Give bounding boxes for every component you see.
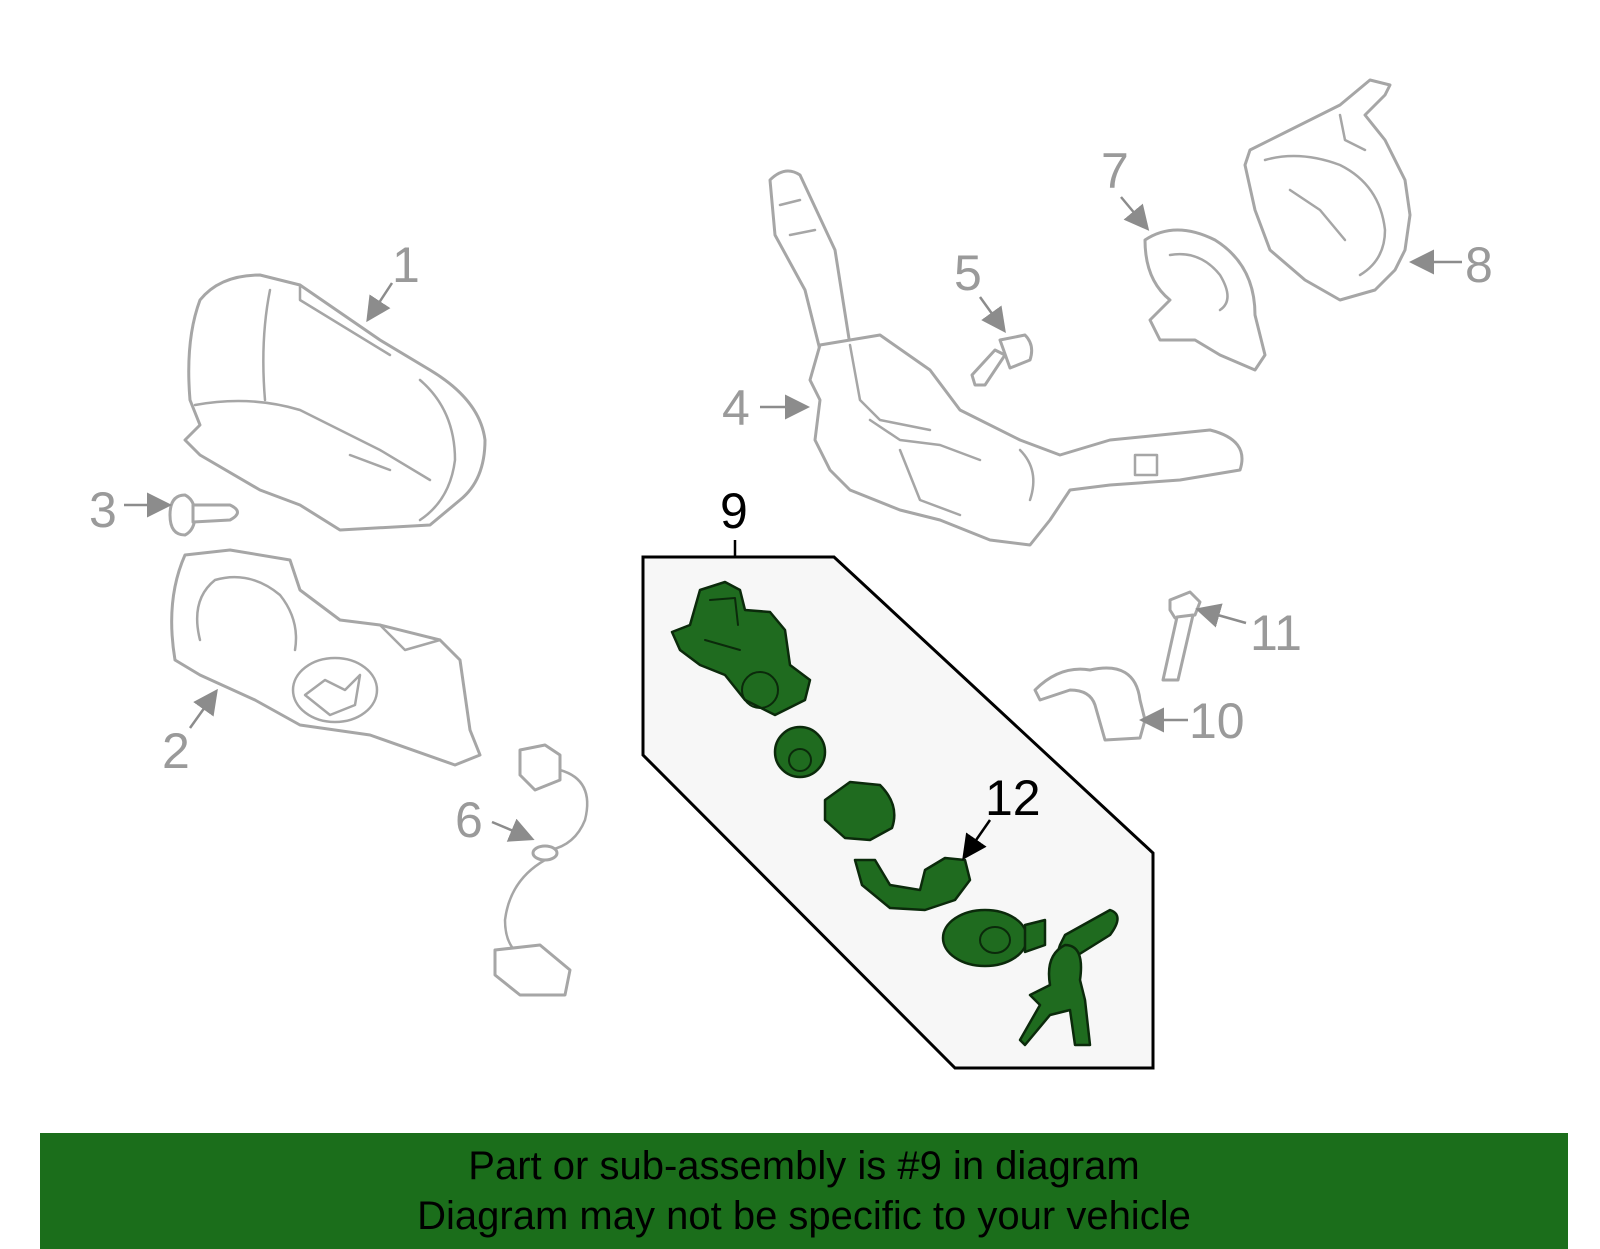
callout-2: 2 — [162, 723, 190, 779]
part-6-wiring-harness[interactable] — [493, 743, 589, 997]
callout-9: 9 — [720, 483, 748, 539]
callout-5: 5 — [954, 245, 982, 301]
callout-1: 1 — [392, 237, 420, 293]
part-11-bolt[interactable] — [1161, 590, 1202, 682]
callout-3: 3 — [89, 482, 117, 538]
part-3-clip[interactable] — [168, 493, 239, 537]
part-1-upper-cover[interactable] — [183, 273, 487, 532]
ignition-switch-housing[interactable] — [670, 580, 812, 717]
callout-4: 4 — [722, 380, 750, 436]
parts-diagram: 1 2 3 4 5 6 7 8 9 10 11 12 — [89, 78, 1493, 1070]
part-8-clock-spring[interactable] — [1243, 78, 1412, 302]
part-4-combination-switch[interactable] — [768, 169, 1244, 547]
part-10-bracket[interactable] — [1033, 666, 1147, 742]
callout-6: 6 — [455, 792, 483, 848]
callout-12: 12 — [985, 770, 1041, 826]
part-2-lower-cover[interactable] — [170, 548, 482, 767]
lock-cylinder[interactable] — [773, 725, 827, 779]
callout-10: 10 — [1189, 693, 1245, 749]
banner-line-2: Diagram may not be specific to your vehi… — [417, 1194, 1191, 1238]
part-7-ring[interactable] — [1143, 228, 1267, 372]
disclaimer-banner: Part or sub-assembly is #9 in diagram Di… — [40, 1133, 1568, 1249]
cylinder-cap[interactable] — [823, 780, 896, 842]
key-set[interactable] — [1018, 908, 1119, 1047]
callout-8: 8 — [1465, 237, 1493, 293]
callout-11: 11 — [1250, 605, 1302, 661]
ignition-ring[interactable] — [941, 908, 1047, 968]
callout-7: 7 — [1101, 143, 1129, 199]
banner-line-1: Part or sub-assembly is #9 in diagram — [468, 1144, 1140, 1188]
part-5-screw[interactable] — [970, 333, 1034, 387]
